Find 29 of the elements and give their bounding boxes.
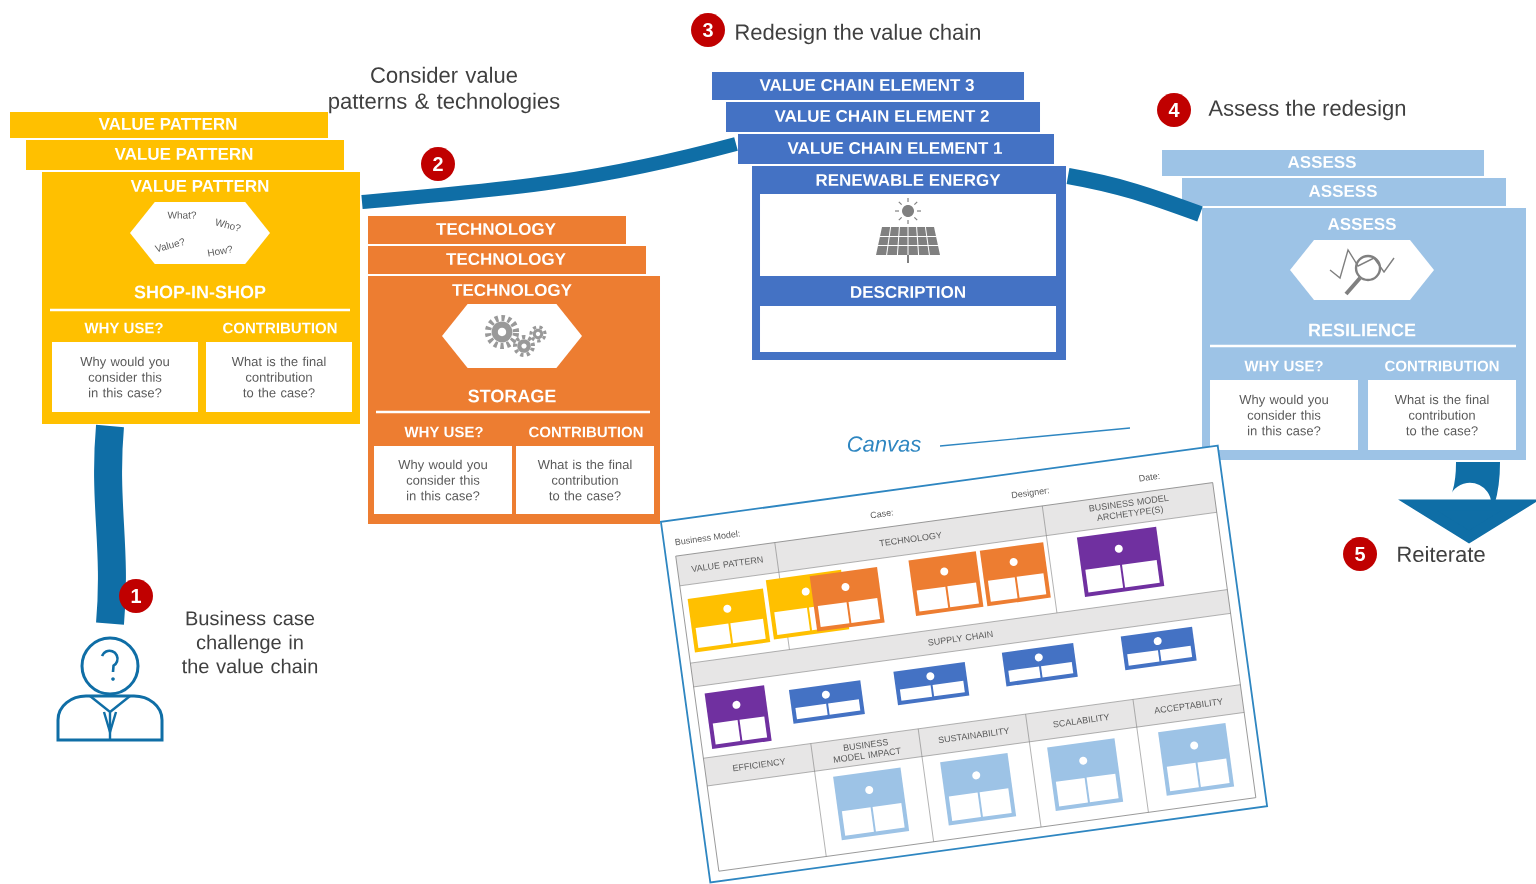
canvas-title: Canvas (847, 436, 921, 452)
card-subtitle: RESILIENCE (1309, 323, 1416, 337)
card-title: VALUE PATTERN (130, 180, 269, 192)
card-title: ASSESS (1327, 218, 1396, 230)
step-badge: 5 (1343, 537, 1377, 571)
card-title: RENEWABLE ENERGY (816, 174, 1001, 186)
card-title: TECHNOLOGY (436, 223, 556, 235)
card-title: ASSESS (1308, 185, 1377, 197)
step-text: Assess the redesign (1208, 99, 1406, 121)
description-box (760, 306, 1056, 352)
card-title: VALUE CHAIN ELEMENT 1 (787, 142, 1003, 154)
card-title: VALUE CHAIN ELEMENT 3 (759, 79, 974, 92)
card-title: VALUE PATTERN (114, 148, 253, 160)
step-text: Reiterate (1398, 545, 1485, 563)
card-subtitle: STORAGE (468, 389, 556, 403)
step-text: Business case challenge in the value chain (181, 610, 318, 674)
card-title: VALUE CHAIN ELEMENT 2 (774, 110, 989, 122)
step-badge: 3 (691, 13, 725, 47)
card-title: VALUE PATTERN (98, 118, 237, 130)
step-badge: 2 (421, 147, 455, 181)
step-text: Redesign the value chain (736, 23, 980, 45)
step-text: Consider value patterns & technologies (329, 66, 560, 114)
card-title: TECHNOLOGY (446, 253, 566, 265)
card-subtitle: SHOP-IN-SHOP (134, 285, 266, 299)
card-title: ASSESS (1287, 156, 1356, 168)
card-title: TECHNOLOGY (452, 284, 572, 296)
step-badge: 1 (119, 579, 153, 613)
step-badge: 4 (1157, 93, 1191, 127)
card-title: DESCRIPTION (851, 286, 965, 298)
